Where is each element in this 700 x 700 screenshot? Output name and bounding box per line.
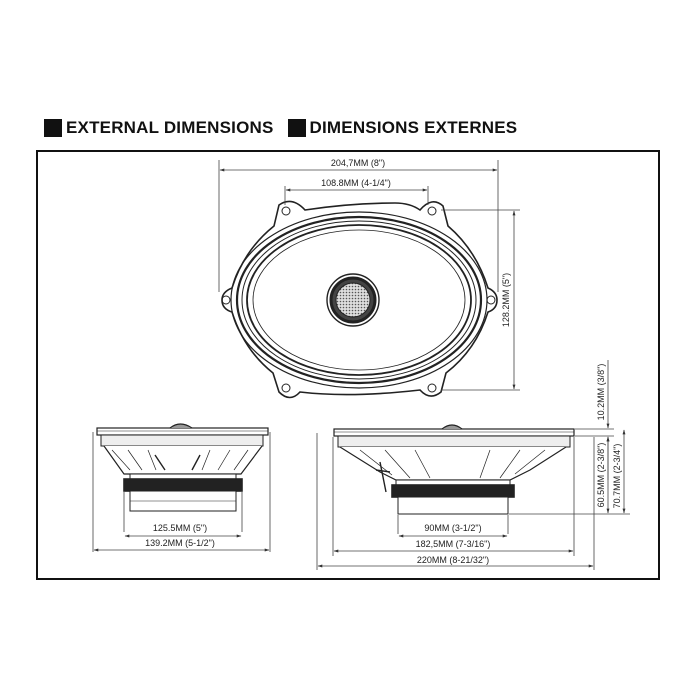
cone-edge [246,224,472,376]
basket-frame [339,446,567,481]
inner-width-label: 125.5MM (5") [153,523,207,533]
side-view-large [333,424,575,515]
terminal [375,461,391,493]
surround-ring [235,215,483,385]
surround-ring-inner [241,220,477,380]
speaker-flange [221,200,498,399]
tweeter-cap [441,424,463,430]
gasket [100,434,264,447]
heading-french: DIMENSIONS EXTERNES [287,118,518,138]
back-plate [397,496,509,515]
basket-frame [103,445,263,475]
heading-english-text: EXTERNAL DIMENSIONS [66,118,274,137]
side-large-dimensions [316,360,630,570]
gasket [337,435,571,448]
black-square-icon [287,119,306,137]
mount-depth-label: 60.5MM (2-3/8") [596,443,606,508]
bolt-hole [486,295,496,305]
bolt-hole [427,383,437,393]
overall-width-label: 204,7MM (8") [331,158,385,168]
bolt-hole [281,206,291,216]
outer-width-label: 139.2MM (5-1/2") [145,538,215,548]
flange-plate [96,427,269,436]
tweeter-cap [169,423,193,429]
diagram-frame [36,150,660,580]
outer-ring [230,211,488,389]
overall-width-label: 220MM (8-21/32") [417,555,489,565]
black-square-icon [44,119,62,137]
side-view-small [96,423,269,512]
cone-inner-edge [252,229,466,371]
heading-english: EXTERNAL DIMENSIONS [44,118,274,138]
bolt-hole [427,206,437,216]
bolt-spacing-label: 108.8MM (4-1/4") [321,178,391,188]
bolt-hole [281,383,291,393]
flange-plate [333,428,575,437]
height-label: 128.2MM (5") [501,273,511,327]
top-depth-label: 10.2MM (3/8") [596,364,606,421]
heading-french-text: DIMENSIONS EXTERNES [309,118,518,137]
overall-depth-label: 70.7MM (2-3/4") [612,444,622,509]
bolt-hole [221,295,231,305]
top-view-dimensions [218,160,520,391]
side-small-dimensions [92,432,271,552]
section-heading: EXTERNAL DIMENSIONS DIMENSIONS EXTERNES [44,118,517,138]
magnet-width-label: 90MM (3-1/2") [424,523,481,533]
magnet [123,478,243,492]
magnet [391,484,515,498]
top-view-speaker [221,200,498,399]
tweeter-grille [335,282,371,318]
cutout-width-label: 182,5MM (7-3/16") [416,539,491,549]
